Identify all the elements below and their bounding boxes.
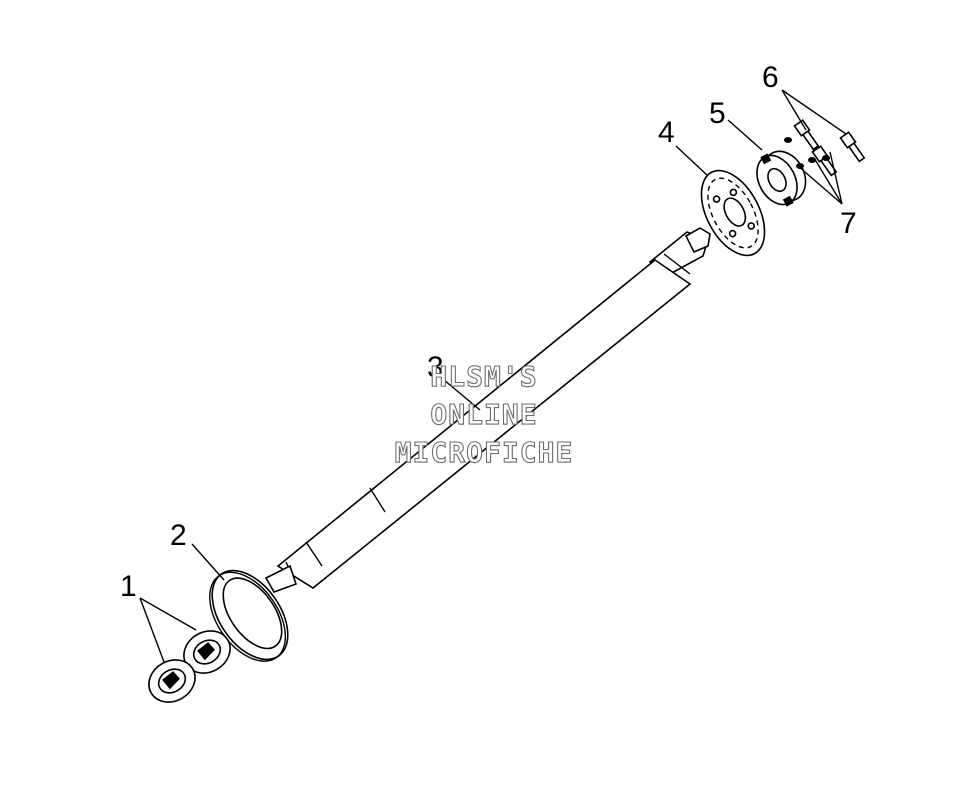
watermark-line-3: MICROFICHE [395, 436, 574, 469]
leader-lines [139, 89, 847, 663]
large-washer [209, 569, 289, 662]
callout-1: 1 [120, 570, 137, 603]
callout-2: 2 [170, 519, 187, 552]
hub [756, 150, 807, 207]
callout-labels: 1 2 3 4 5 6 7 [120, 61, 857, 603]
callout-3: 3 [427, 351, 444, 384]
callout-7: 7 [840, 207, 857, 240]
watermark: HLSM'S ONLINE MICROFICHE [394, 359, 574, 469]
callout-6: 6 [762, 61, 779, 94]
watermark-line-1: HLSM'S [430, 360, 537, 393]
watermark-line-2: ONLINE [430, 398, 537, 431]
axle-shaft [264, 227, 711, 593]
callout-4: 4 [658, 116, 675, 149]
axle-nuts [148, 630, 231, 703]
callout-5: 5 [709, 97, 726, 130]
sprocket [700, 169, 766, 257]
